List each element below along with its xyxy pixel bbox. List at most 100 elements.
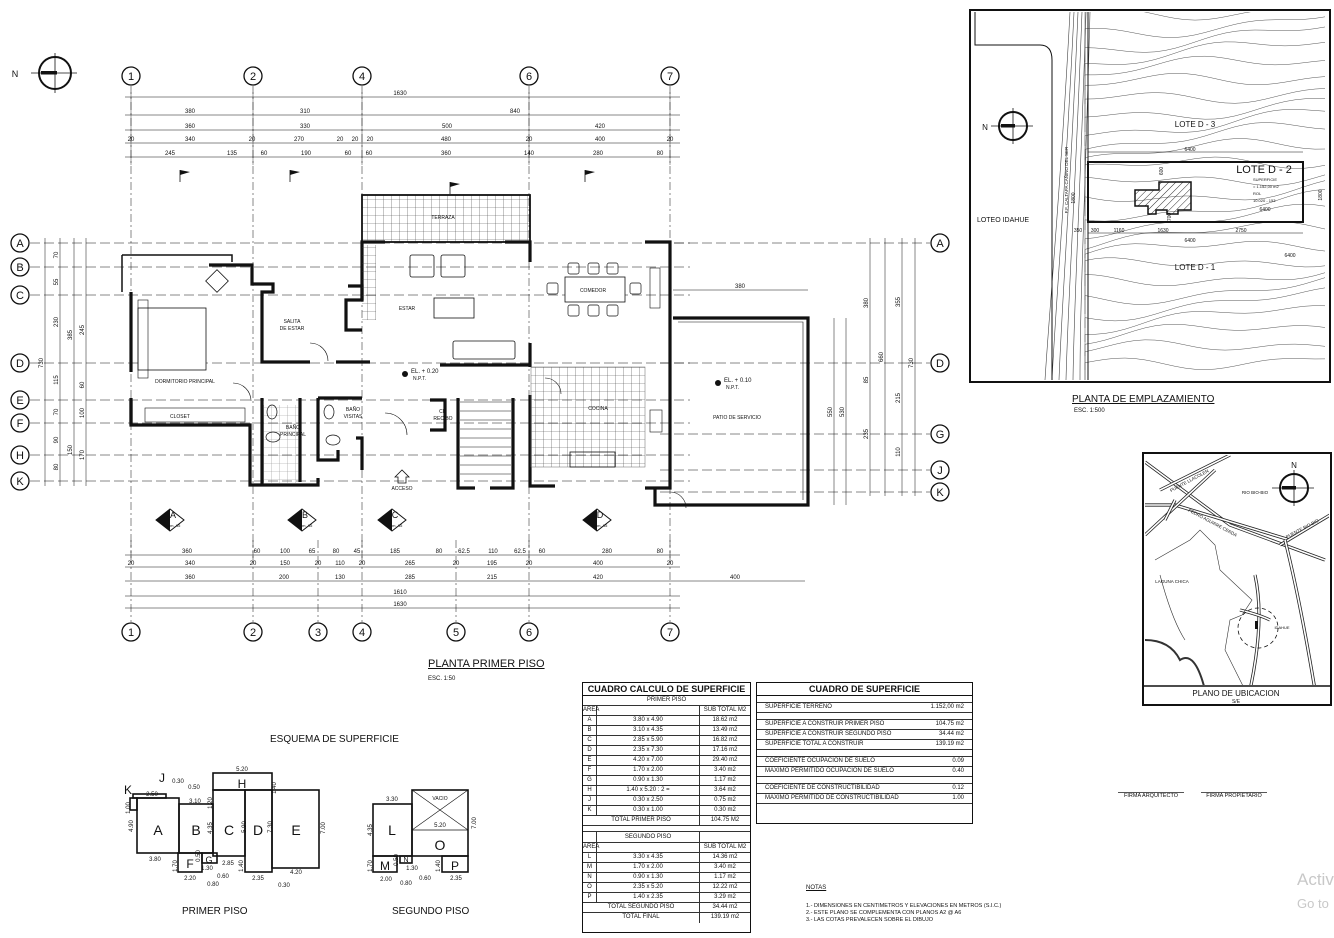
- area-cell: M: [583, 863, 597, 872]
- dimension-label: 380: [864, 297, 870, 308]
- scheme-area-label: L: [388, 822, 396, 838]
- area-cell: F: [583, 766, 597, 775]
- subtotal-cell: 16.82 m2: [712, 737, 738, 743]
- scheme-dimension: 0.80: [207, 882, 219, 888]
- dimension-label: 20: [337, 137, 344, 143]
- contour-line: [1084, 109, 1326, 160]
- calculation-cell: 2.85 x 5.90: [597, 736, 700, 745]
- scheme-area-label: D: [253, 822, 263, 838]
- room-label: ACCESO: [391, 486, 412, 492]
- scheme-dimension: 3.10: [189, 799, 201, 805]
- dimension-label: 62.5: [514, 549, 526, 555]
- dimension-label: 20: [315, 561, 322, 567]
- grid-bubble-col-6-label: 6: [526, 627, 532, 639]
- calculation-cell: 1.40 x 5.20 : 2 =: [597, 786, 700, 795]
- dining-chair: [567, 304, 580, 317]
- grid-bubble-row-D: [930, 353, 950, 373]
- lot-info: ROL: [1253, 191, 1262, 196]
- grid-bubble-row-D-label: D: [936, 358, 944, 370]
- subtotal-cell: 3.29 m2: [714, 894, 736, 900]
- view-flag-icon: [180, 170, 190, 175]
- section-sheet: Lam. A5: [388, 523, 403, 528]
- dining-chair: [629, 282, 642, 295]
- patio-wall: [653, 316, 810, 507]
- site-dimension-label: 1800: [1071, 192, 1077, 203]
- surface-value: 1.00: [952, 795, 964, 801]
- surface-value: 104.75 m2: [935, 721, 964, 727]
- map-label: LAGUNA CHICA: [1155, 579, 1189, 584]
- dimension-label: 245: [165, 151, 176, 157]
- calculation-cell: 3.10 x 4.35: [597, 726, 700, 735]
- scheme-dimension: 7.00: [472, 817, 478, 829]
- grid-bubble-col-3-label: 3: [315, 627, 321, 639]
- level-reference: N.P.T.: [726, 385, 739, 391]
- wall: [356, 436, 364, 470]
- dimension-label: 380: [185, 109, 196, 115]
- dimension-label: 90: [54, 436, 60, 443]
- grid-bubble-row-K-label: K: [936, 487, 944, 499]
- contour-lines: [1044, 12, 1326, 380]
- contour-line: [1084, 324, 1326, 370]
- dimension-label: 110: [896, 447, 902, 457]
- scheme-dimension: 2.35: [450, 876, 462, 882]
- site-dimension-label: 6400: [1259, 207, 1270, 213]
- dimension-label: 360: [185, 575, 196, 581]
- road-fill: [1250, 574, 1260, 685]
- site-dimension-label: 6400: [1284, 253, 1295, 259]
- dimension-label: 360: [441, 151, 452, 157]
- toilet: [265, 431, 281, 443]
- map-label: RIO BIO-BIO: [1242, 490, 1269, 495]
- room-label: SALITA: [284, 319, 302, 325]
- dimension-label: 20: [526, 561, 533, 567]
- surface-value: 34.44 m2: [938, 731, 964, 737]
- dimension-label: 195: [487, 561, 498, 567]
- grid-bubble-row-B-label: B: [16, 262, 23, 274]
- scheme-dimension: 2.35: [252, 876, 264, 882]
- kitchen-tiles: [530, 366, 646, 468]
- scheme-area-P: [441, 855, 469, 873]
- river-line: [1145, 639, 1205, 685]
- dimension-label: 340: [185, 137, 196, 143]
- grid-bubble-col-4: [352, 66, 372, 86]
- section-letter: C: [392, 510, 399, 520]
- grid-bubble-row-K: [930, 482, 950, 502]
- col-subtotal: SUB TOTAL M2: [703, 844, 747, 850]
- dimension-label: 310: [300, 109, 311, 115]
- lot-label: LOTE D - 2: [1236, 164, 1292, 176]
- dimension-label: 45: [354, 549, 361, 555]
- lake-outline: [1154, 529, 1253, 685]
- grid-bubble-row-A: [930, 233, 950, 253]
- total-value: 34.44 m2: [712, 904, 738, 910]
- area-cell: B: [583, 726, 597, 735]
- calculation-cell: 3.30 x 4.35: [597, 853, 700, 862]
- site-dimension-label: 300: [1091, 228, 1100, 234]
- lot-info: SUPERFICIE: [1253, 177, 1277, 182]
- road-edge-line: [1044, 12, 1071, 380]
- calculation-cell: 0.90 x 1.30: [597, 776, 700, 785]
- grid-bubble-row-H-label: H: [16, 450, 24, 462]
- dimension-label: 280: [593, 151, 604, 157]
- scheme-dimension: 0.30: [172, 779, 184, 785]
- subtotal-cell: 14.36 m2: [712, 854, 738, 860]
- north-label: N: [982, 123, 988, 132]
- scheme-area-label: G: [205, 855, 212, 865]
- notes-title: NOTAS: [806, 885, 827, 891]
- grid-bubble-col-1-label: 1: [128, 627, 134, 639]
- final-label: TOTAL FINAL: [583, 913, 700, 923]
- scheme-dimension: 3.80: [149, 857, 161, 863]
- subtotal-cell: 1.17 m2: [714, 777, 736, 783]
- surface-label: SUPERFICIE TERRENO: [765, 704, 832, 710]
- scheme-dimension: 4.35: [208, 822, 214, 834]
- grid-bubble-col-7: [660, 622, 680, 642]
- room-label: DE ESTAR: [280, 326, 305, 332]
- scheme-area-E: [271, 789, 320, 869]
- road-fill: [1164, 499, 1176, 521]
- grid-bubble-col-1: [121, 622, 141, 642]
- grid-bubble-col-6: [519, 66, 539, 86]
- grid-bubble-row-H: [10, 445, 30, 465]
